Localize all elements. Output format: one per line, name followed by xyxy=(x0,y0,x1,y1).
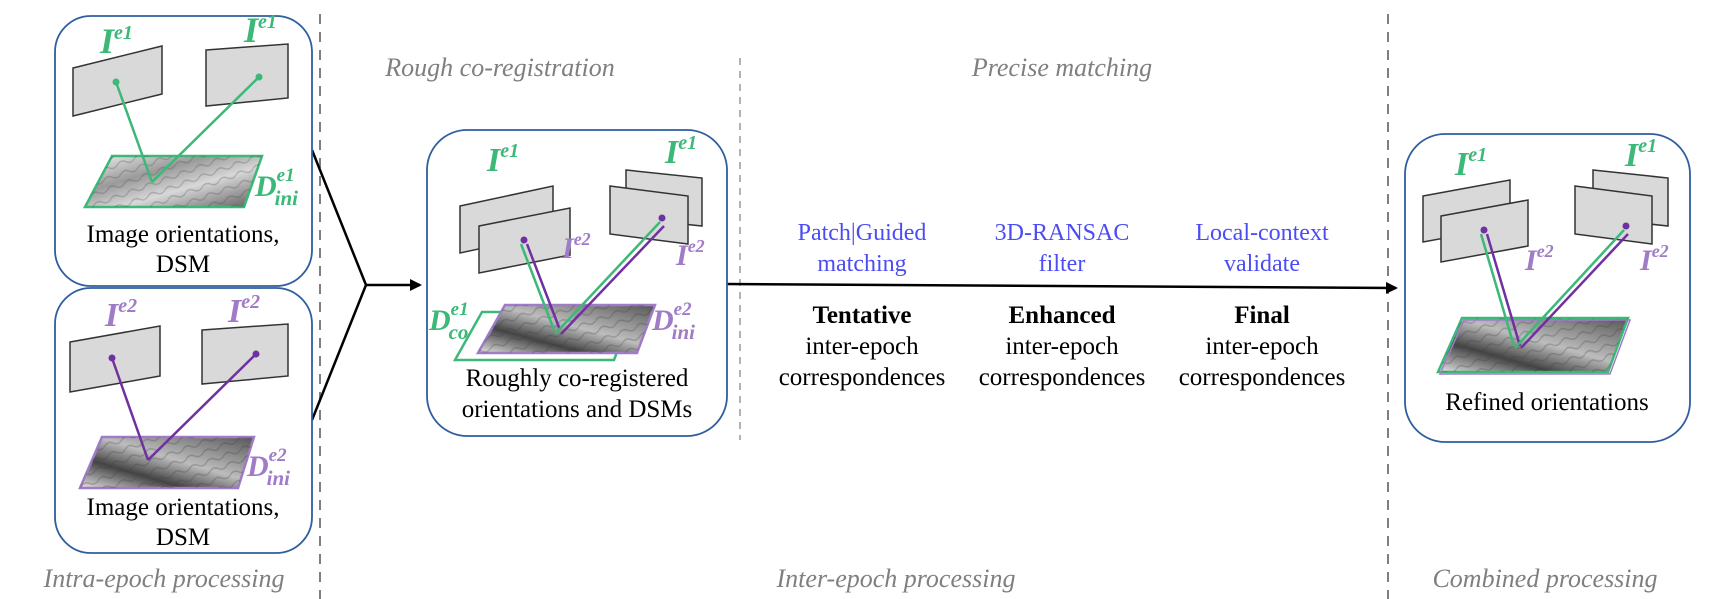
image-label-left: Ie1 xyxy=(99,21,133,61)
step-status: Tentative xyxy=(812,302,911,329)
step-local-context: Local-context validate Final inter-epoch… xyxy=(1179,220,1346,391)
epoch1-caption-line1: Image orientations, xyxy=(87,221,280,248)
step-desc-line2: correspondences xyxy=(1179,364,1346,391)
step-label-line2: filter xyxy=(1039,251,1086,277)
section-label-intra: Intra-epoch processing xyxy=(43,564,285,593)
image-plane-right xyxy=(201,323,289,385)
image-label-right: Ie2 xyxy=(227,291,260,330)
image-plane-right xyxy=(1574,185,1653,245)
main-flow-arrow xyxy=(726,281,1398,294)
coreg-caption-line1: Roughly co-registered xyxy=(466,365,689,392)
step-desc-line2: correspondences xyxy=(779,364,946,391)
epoch2-caption-line2: DSM xyxy=(156,524,210,551)
epoch2-caption-line1: Image orientations, xyxy=(87,494,280,521)
step-3d-ransac: 3D-RANSAC filter Enhanced inter-epoch co… xyxy=(979,220,1146,391)
step-status: Final xyxy=(1234,302,1290,329)
step-status: Enhanced xyxy=(1009,302,1116,329)
coreg-caption-line2: orientations and DSMs xyxy=(462,396,693,423)
epoch1-caption-line2: DSM xyxy=(156,251,210,278)
image-label-left: Ie2 xyxy=(104,295,137,334)
step-desc-line1: inter-epoch xyxy=(805,333,919,360)
image-plane-right xyxy=(609,185,689,245)
section-label-combined: Combined processing xyxy=(1432,564,1657,593)
step-label-line1: Local-context xyxy=(1195,220,1329,246)
step-desc-line1: inter-epoch xyxy=(1005,333,1119,360)
step-label-line2: matching xyxy=(817,251,906,277)
section-label-precise: Precise matching xyxy=(971,53,1152,82)
step-label-line1: Patch|Guided xyxy=(798,220,927,246)
refined-caption: Refined orientations xyxy=(1445,389,1648,416)
image-label-left: Ie1 xyxy=(1454,144,1487,183)
image-label-right: Ie1 xyxy=(664,132,697,171)
image-label-right: Ie1 xyxy=(1624,135,1657,174)
image-label-right-e2: Ie2 xyxy=(1639,241,1669,277)
step-desc-line2: correspondences xyxy=(979,364,1146,391)
image-label-left-e2: Ie2 xyxy=(561,229,591,265)
section-label-inter: Inter-epoch processing xyxy=(776,564,1016,593)
step-patch-guided: Patch|Guided matching Tentative inter-ep… xyxy=(779,220,946,391)
merge-connector xyxy=(310,149,422,421)
image-label-left-e2: Ie2 xyxy=(1524,241,1554,277)
image-label-left: Ie1 xyxy=(486,140,519,179)
image-plane-right xyxy=(205,43,289,107)
image-label-right: Ie1 xyxy=(243,10,277,50)
step-label-line2: validate xyxy=(1224,251,1300,277)
refined-box: Ie1 Ie1 Ie2 Ie2 Refined orientations xyxy=(1404,133,1691,443)
step-desc-line1: inter-epoch xyxy=(1205,333,1319,360)
step-label-line1: 3D-RANSAC xyxy=(995,220,1130,246)
image-label-right-e2: Ie2 xyxy=(675,236,705,272)
section-label-rough: Rough co-registration xyxy=(384,53,614,82)
